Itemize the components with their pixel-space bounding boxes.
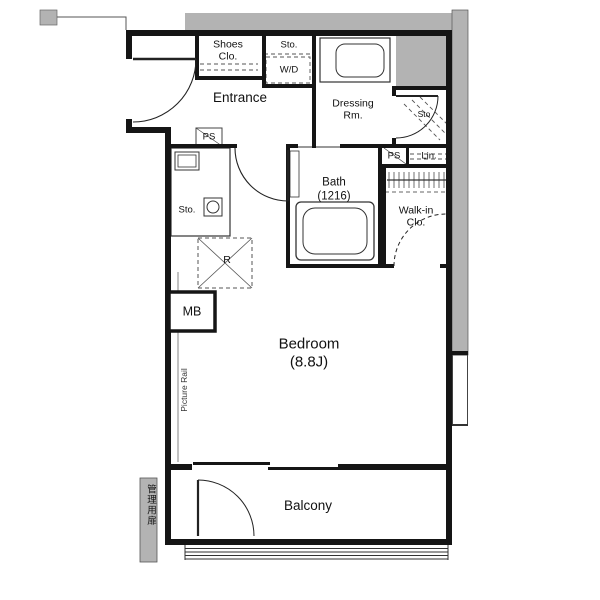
balcony-railing [184, 545, 449, 560]
sliding-door [193, 462, 338, 470]
walk-in-closet-rod [385, 172, 449, 193]
door-swings [132, 57, 447, 537]
refrigerator-space-box [197, 237, 253, 289]
walls [126, 30, 452, 545]
shaded-areas [39, 9, 469, 563]
meter-box-outline [167, 290, 217, 333]
walk-in-closet-door-arc [393, 213, 447, 267]
bathtub [289, 146, 375, 261]
label-service-door: 管理用扉 [145, 484, 156, 526]
storage-door-arc [395, 95, 439, 139]
hall-door-arc [234, 147, 289, 202]
balcony-door-arc [197, 479, 255, 537]
exterior-lines [57, 16, 468, 426]
washbasin [319, 37, 391, 83]
kitchen-fixtures [170, 147, 231, 237]
entrance-door-arc [132, 58, 197, 123]
